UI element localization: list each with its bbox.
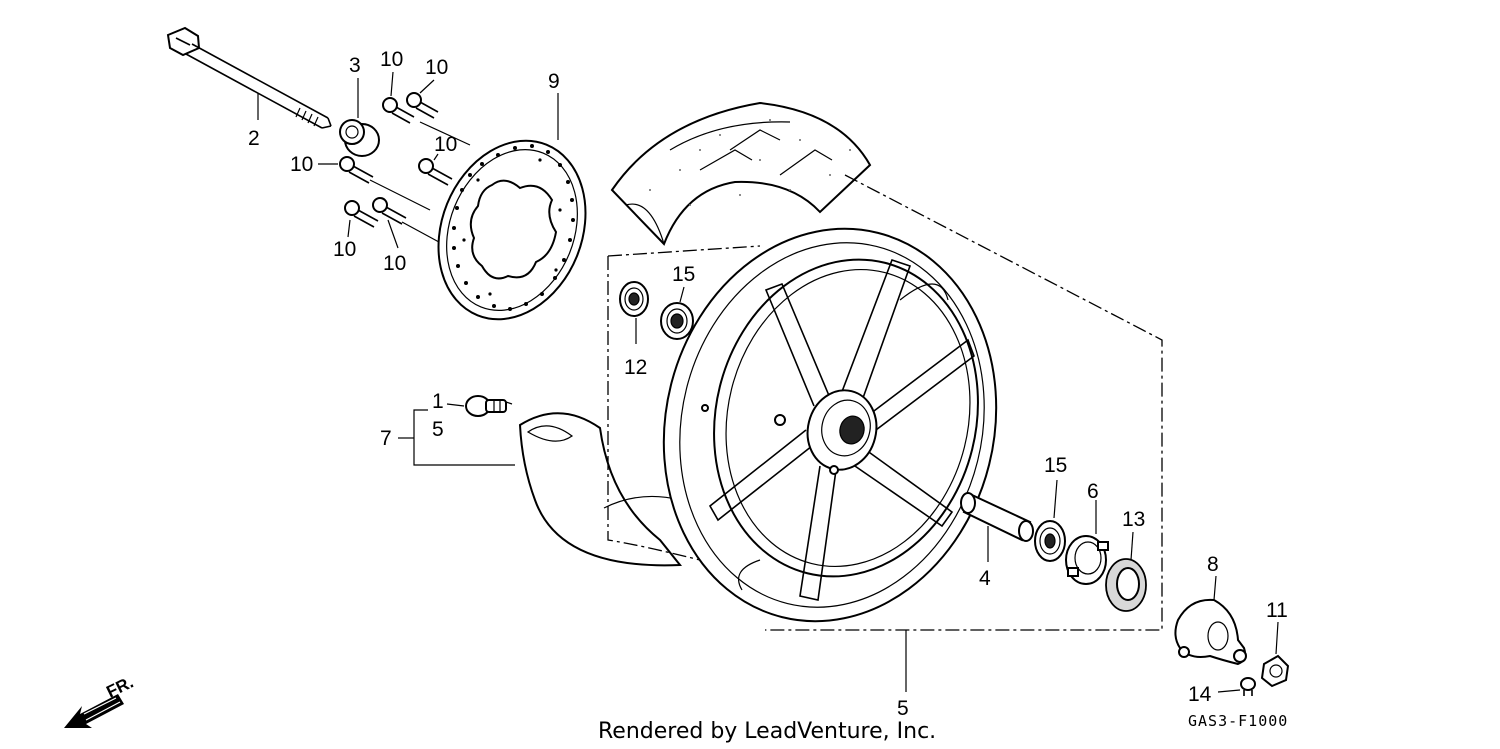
footer-credit: Rendered by LeadVenture, Inc.: [598, 719, 936, 744]
part-code: GAS3-F1000: [1188, 712, 1288, 730]
callout-bearing-right: 15: [1044, 454, 1067, 477]
callout-disc-bolt-b: 10: [425, 56, 448, 79]
callout-bearing-left: 12: [624, 356, 647, 379]
callout-dust-seal: 13: [1122, 508, 1145, 531]
brake-disc[interactable]: [413, 118, 612, 341]
callout-disc-bolt-c: 10: [290, 153, 313, 176]
callout-screw: 14: [1188, 683, 1212, 706]
callout-collar: 3: [349, 54, 361, 77]
callout-valve: 1: [432, 390, 444, 413]
tire-sidewall-section[interactable]: [518, 412, 683, 567]
callout-disc-bolt-a: 10: [380, 48, 403, 71]
speedometer-gearbox[interactable]: [1174, 598, 1247, 666]
callout-valve-sub: 5: [432, 418, 444, 441]
bearing-right[interactable]: [1034, 520, 1066, 562]
callout-disc-bolt-f: 10: [383, 252, 406, 275]
disc-bolt-group[interactable]: [339, 92, 453, 228]
cast-wheel[interactable]: [623, 193, 1037, 657]
distance-collar[interactable]: [960, 492, 1034, 542]
assembly-outline: [607, 256, 701, 561]
front-direction-arrow: [64, 694, 124, 728]
direction-label: FR.: [103, 673, 136, 702]
gearbox-screw[interactable]: [1240, 677, 1256, 696]
tire-valve[interactable]: [465, 395, 513, 417]
side-collar[interactable]: [339, 119, 380, 157]
axle-bolt[interactable]: [166, 26, 332, 129]
dust-seal[interactable]: [1105, 558, 1147, 612]
tire-tread-section[interactable]: [610, 101, 872, 246]
speedo-retainer[interactable]: [1065, 535, 1109, 585]
callout-tire-assy: 7: [380, 427, 392, 450]
callout-wheel: 5: [897, 697, 909, 720]
bearing-left-inner[interactable]: [660, 302, 694, 340]
callout-axle-nut: 11: [1266, 599, 1288, 622]
callout-bolt-axle: 2: [248, 127, 260, 150]
callout-retainer: 6: [1087, 480, 1099, 503]
callout-disc-bolt-e: 10: [333, 238, 356, 261]
axle-nut[interactable]: [1260, 654, 1290, 688]
callout-speedo-gearbox: 8: [1207, 553, 1219, 576]
callout-brake-disc: 9: [548, 70, 560, 93]
callout-bearing-left-inner: 15: [672, 263, 695, 286]
bearing-left[interactable]: [619, 281, 649, 317]
callout-disc-bolt-d: 10: [434, 133, 457, 156]
callout-distance-collar: 4: [979, 567, 991, 590]
